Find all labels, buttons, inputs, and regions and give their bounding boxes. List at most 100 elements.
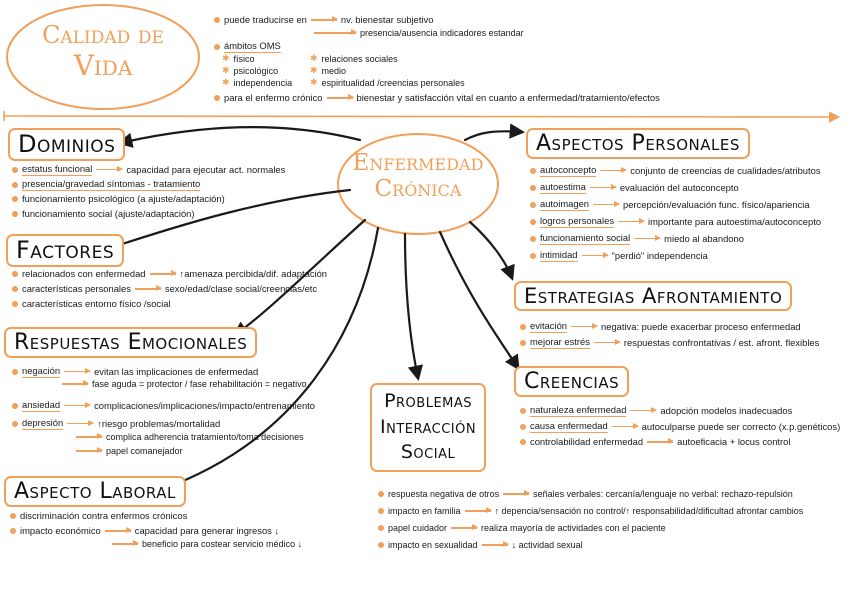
center-oval [337,133,499,235]
factores-item-result: ↑amenaza percibida/dif. adaptación [179,268,328,279]
depresion-label: depresión [22,417,64,430]
creencias-item-result: adopción modelos inadecuados [660,404,793,416]
calidad-item-label: puede traducirse en [224,14,307,25]
calidad-item-traducirse: puede traducirse en nv. bienestar subjet… [214,14,433,26]
estrategias-item-result: negativa: puede exacerbar proceso enferm… [601,320,801,332]
ansiedad-label: ansiedad [22,399,61,412]
factores-item-result: sexo/edad/clase social/creencias/etc [164,283,318,294]
factores-item-label: características personales [22,283,131,294]
center-title-line2: Crónica [374,176,462,203]
laboral-subitem: beneficio para costear servicio médico ↓ [108,539,302,549]
arrow-icon [134,284,162,293]
factores-item: relacionados con enfermedad ↑amenaza per… [12,268,327,280]
oms-item-text: relaciones sociales [321,53,398,64]
arrow-icon [76,432,103,441]
laboral-item: discriminación contra enfermos crónicos [10,510,187,522]
factores-item: características personales sexo/edad/cla… [12,283,317,295]
personales-title: Aspectos Personales [526,128,750,160]
personales-item-label: logros personales [540,215,615,228]
laboral-item-label: impacto económico [20,525,101,536]
oms-item: ✱independencia [222,77,292,88]
personales-item: funcionamiento social miedo al abandono [530,232,744,245]
dominios-item: presencia/gravedad síntomas - tratamient… [12,178,201,191]
laboral-item: impacto económico capacidad para generar… [10,525,279,537]
laboral-title: Aspecto Laboral [4,476,186,508]
laboral-item-result: capacidad para generar ingresos ↓ [134,525,280,536]
arrow-icon [589,182,617,191]
depresion-subitem: complica adherencia tratamiento/toma dec… [72,432,304,442]
personales-item-label: autoconcepto [540,164,597,177]
center-title-line1: Enfermedad [352,150,484,176]
bullet-dot [10,528,16,534]
arrow-icon [64,400,92,409]
estrategias-item-result: respuestas confrontativas / est. afront.… [623,336,820,348]
arrow-icon [571,321,599,330]
problemas-item-label: respuesta negativa de otros [388,489,500,499]
depresion-subitem-text: papel comanejador [106,446,183,456]
respuestas-negacion: negación evitan las implicaciones de enf… [12,365,258,378]
center-title: Enfermedad Crónica [345,150,491,203]
problemas-item-result: señales verbales: cercanía/lenguaje no v… [533,489,793,499]
arrow-icon [600,165,628,174]
bullet-dot [530,184,536,191]
creencias-item-result: autoculparse puede ser correcto (x.p.gen… [641,420,841,432]
dominios-item: funcionamiento social (ajuste/adaptación… [12,208,195,220]
creencias-item-result: autoeficacia + locus control [677,436,791,447]
personales-item-label: intimidad [540,249,578,262]
star-icon: ✱ [222,77,230,87]
laboral-item-label: discriminación contra enfermos crónicos [20,510,188,521]
arrow-icon [104,526,132,535]
arrow-icon [96,164,124,173]
laboral-subitem-text: beneficio para costear servicio médico ↓ [142,539,303,549]
creencias-item-label: naturaleza enfermedad [530,404,627,417]
oms-item: ✱relaciones sociales [310,53,398,64]
dominios-title: Dominios [8,128,126,162]
bullet-dot [378,525,384,531]
problemas-item-label: impacto en familia [388,506,461,516]
depresion-subitem: papel comanejador [72,446,183,456]
estrategias-item-label: evitación [530,320,568,333]
oms-item-text: medio [321,65,347,76]
calidad-title-line1: Calidad de [42,21,164,49]
bullet-dot [530,235,536,242]
bullet-dot [530,167,536,174]
bullet-dot [12,196,18,202]
problemas-item-result: realiza mayoría de actividades con el pa… [481,523,666,533]
negacion-subitem-text: fase aguda = protector / fase rehabilita… [92,379,307,389]
factores-item: características entorno físico /social [12,298,171,310]
arrow-icon [611,421,639,430]
problemas-item: impacto en sexualidad ↓ actividad sexual [378,539,583,551]
dominios-item: funcionamiento psicológico (a ajuste/ada… [12,193,225,205]
problemas-item-label: papel cuidador [388,523,448,533]
estrategias-item: evitación negativa: puede exacerbar proc… [520,320,801,333]
problemas-item-result: ↑ depencia/sensación no control/↑ respon… [494,506,804,516]
creencias-item-label: controlabilidad enfermedad [530,436,644,447]
arrow-icon [67,418,95,427]
creencias-item: causa enfermedad autoculparse puede ser … [520,420,840,433]
problemas-item: impacto en familia ↑ depencia/sensación … [378,505,803,517]
bullet-dot [520,339,526,346]
bullet-dot [530,201,536,208]
arrow-icon [451,523,479,532]
problemas-title-line1: Problemas [384,390,473,412]
arrow-icon [481,540,509,549]
star-icon: ✱ [310,53,318,63]
problemas-title: Problemas Interacción Social [370,383,487,472]
personales-item-result: importante para autoestima/autoconcepto [648,215,822,227]
oms-item: ✱espiritualidad /creencias personales [310,77,465,88]
arrow-icon [618,216,646,225]
dominios-item-label: funcionamiento social (ajuste/adaptación… [22,208,195,219]
bullet-dot [520,407,526,414]
calidad-item-result: nv. bienestar subjetivo [340,14,434,25]
personales-item: intimidad "perdió" independencia [530,249,708,262]
bullet-dot [378,508,384,514]
oms-item: ✱físico [222,53,255,64]
bullet-dot [214,95,220,101]
creencias-item: naturaleza enfermedad adopción modelos i… [520,404,792,417]
arrow-icon [464,506,492,515]
calidad-subitem: presencia/ausencia indicadores estandar [310,28,524,38]
personales-item: autoestima evaluación del autoconcepto [530,181,739,194]
personales-item: autoimagen percepción/evaluación func. f… [530,198,810,211]
factores-item-label: características entorno físico /social [22,298,171,309]
